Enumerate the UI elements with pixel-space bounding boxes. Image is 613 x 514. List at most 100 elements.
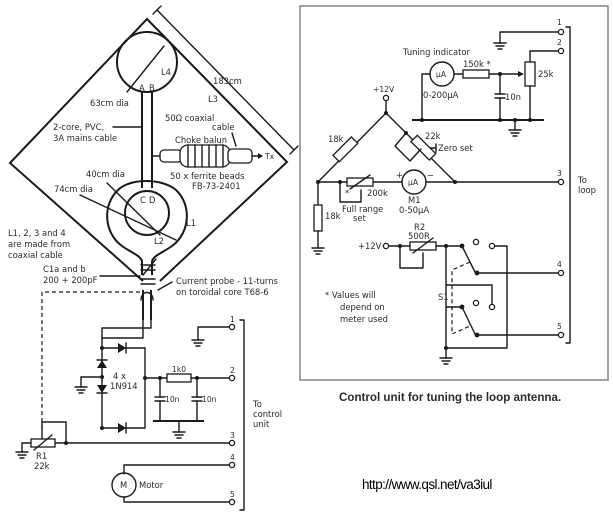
loop-L3 [8, 17, 289, 282]
labels: 183cm L3 L4 A B 63cm dia 2-core, PVC, 3A… [8, 18, 596, 499]
label-ferrite-1: 50 x ferrite beads [170, 171, 244, 181]
label-full-range-2: set [353, 213, 367, 223]
label-mains-1: 2-core, PVC, [53, 122, 104, 132]
loop-L1 [106, 180, 188, 275]
switch-S1[interactable] [461, 245, 476, 273]
bracket [239, 319, 245, 511]
terminal-1[interactable] [228, 323, 236, 331]
resistor-1k0 [166, 373, 192, 383]
label-B: B [149, 83, 155, 93]
resistor-18k [332, 136, 359, 163]
figure-caption: Control unit for tuning the loop antenna… [339, 391, 561, 404]
label-tuning-indicator: Tuning indicator [402, 47, 470, 57]
label-term-2: 2 [557, 38, 562, 47]
label-C: C [140, 195, 146, 205]
label-L4: L4 [161, 67, 171, 77]
ground-icon [74, 386, 88, 394]
label-coax-note-2: are made from [8, 239, 70, 249]
label-150k: 150k * [463, 59, 491, 69]
label-L1: L1 [186, 218, 196, 228]
ground-icon [15, 451, 29, 459]
tx-arrow-icon [258, 153, 263, 159]
label-meter-symbol: μA [436, 70, 447, 79]
label-0-50uA: 0-50μA [399, 205, 429, 215]
label-18k-b: 18k [325, 211, 341, 221]
label-term-1: 1 [557, 18, 562, 27]
terminal-1[interactable] [557, 28, 565, 36]
label-74cm: 74cm dia [54, 184, 93, 194]
label-to-loop-2: loop [578, 185, 596, 195]
label-S1: S1 [438, 292, 449, 302]
terminal-3[interactable] [557, 178, 565, 186]
label-40cm: 40cm dia [86, 169, 125, 179]
terminal-plus12v[interactable] [382, 242, 390, 250]
label-cap-2: 200 + 200pF [43, 275, 98, 285]
ground-icon [439, 357, 453, 365]
label-25k: 25k [538, 69, 554, 79]
label-motor: Motor [139, 480, 164, 490]
label-term-2: 2 [230, 366, 235, 375]
label-term-1: 1 [230, 315, 235, 324]
diode-icon [97, 385, 107, 393]
label-to-1: To [252, 399, 262, 409]
dimension-line [156, 9, 295, 151]
terminal-2[interactable] [228, 374, 236, 382]
terminal-4[interactable] [557, 269, 565, 277]
label-coax-2: cable [212, 122, 235, 132]
label-term-4: 4 [230, 453, 235, 462]
ground-icon [508, 129, 522, 137]
label-0-200uA: 0-200μA [423, 90, 459, 100]
label-term-4: 4 [557, 260, 562, 269]
label-R2: R2 [414, 222, 425, 232]
label-A: A [139, 83, 145, 93]
terminal-3[interactable] [228, 439, 236, 447]
ground-icon [191, 339, 205, 347]
terminal-5[interactable] [557, 331, 565, 339]
label-diodes-2: 1N914 [110, 381, 138, 391]
resistor-18k [313, 204, 323, 232]
terminal-2[interactable] [557, 47, 565, 55]
diode-icon [118, 423, 126, 433]
label-10n: 10n [505, 92, 521, 102]
label-minus: − [427, 170, 434, 180]
label-183cm: 183cm [213, 76, 242, 86]
label-18k-a: 18k [328, 134, 344, 144]
terminal-5[interactable] [228, 498, 236, 506]
loop-L4 [116, 31, 178, 93]
label-200k: 200k [367, 188, 388, 198]
label-star: * [345, 188, 349, 198]
label-term-3: 3 [230, 431, 235, 440]
label-22k: 22k [34, 461, 50, 471]
terminal-plus12v[interactable] [382, 94, 390, 102]
label-R1: R1 [36, 451, 47, 461]
label-D: D [149, 195, 155, 205]
label-values-2: depend on [340, 302, 385, 312]
label-1k0: 1k0 [172, 365, 186, 374]
label-mains-2: 3A mains cable [53, 133, 117, 143]
dimension-L4 [126, 45, 165, 93]
label-probe-1: Current probe - 11-turns [176, 276, 278, 286]
label-m1-symbol: μA [408, 178, 419, 187]
terminal-4[interactable] [228, 461, 236, 469]
mechanical-link [41, 291, 140, 430]
capacitor-C1 [140, 258, 157, 285]
label-L2: L2 [154, 236, 164, 246]
label-plus: + [396, 170, 403, 180]
detector-circuit [15, 317, 245, 511]
potentiometer-25k [524, 61, 536, 87]
control-unit-circuit [311, 26, 571, 365]
label-to-3: unit [253, 419, 270, 429]
switch-S1[interactable] [461, 306, 476, 335]
label-values-3: meter used [340, 314, 388, 324]
label-plus12v-mid: +12V [358, 241, 382, 251]
label-L3: L3 [208, 94, 218, 104]
ground-icon [311, 247, 325, 255]
label-coax-1: 50Ω coaxial [165, 113, 214, 123]
label-ferrite-2: FB-73-2401 [192, 181, 241, 191]
source-url[interactable]: http://www.qsl.net/va3iul [362, 477, 493, 492]
diode-icon [118, 343, 126, 353]
label-motor-symbol: M [120, 480, 127, 490]
label-cap-1: C1a and b [43, 264, 86, 274]
control-unit-frame [299, 5, 609, 381]
